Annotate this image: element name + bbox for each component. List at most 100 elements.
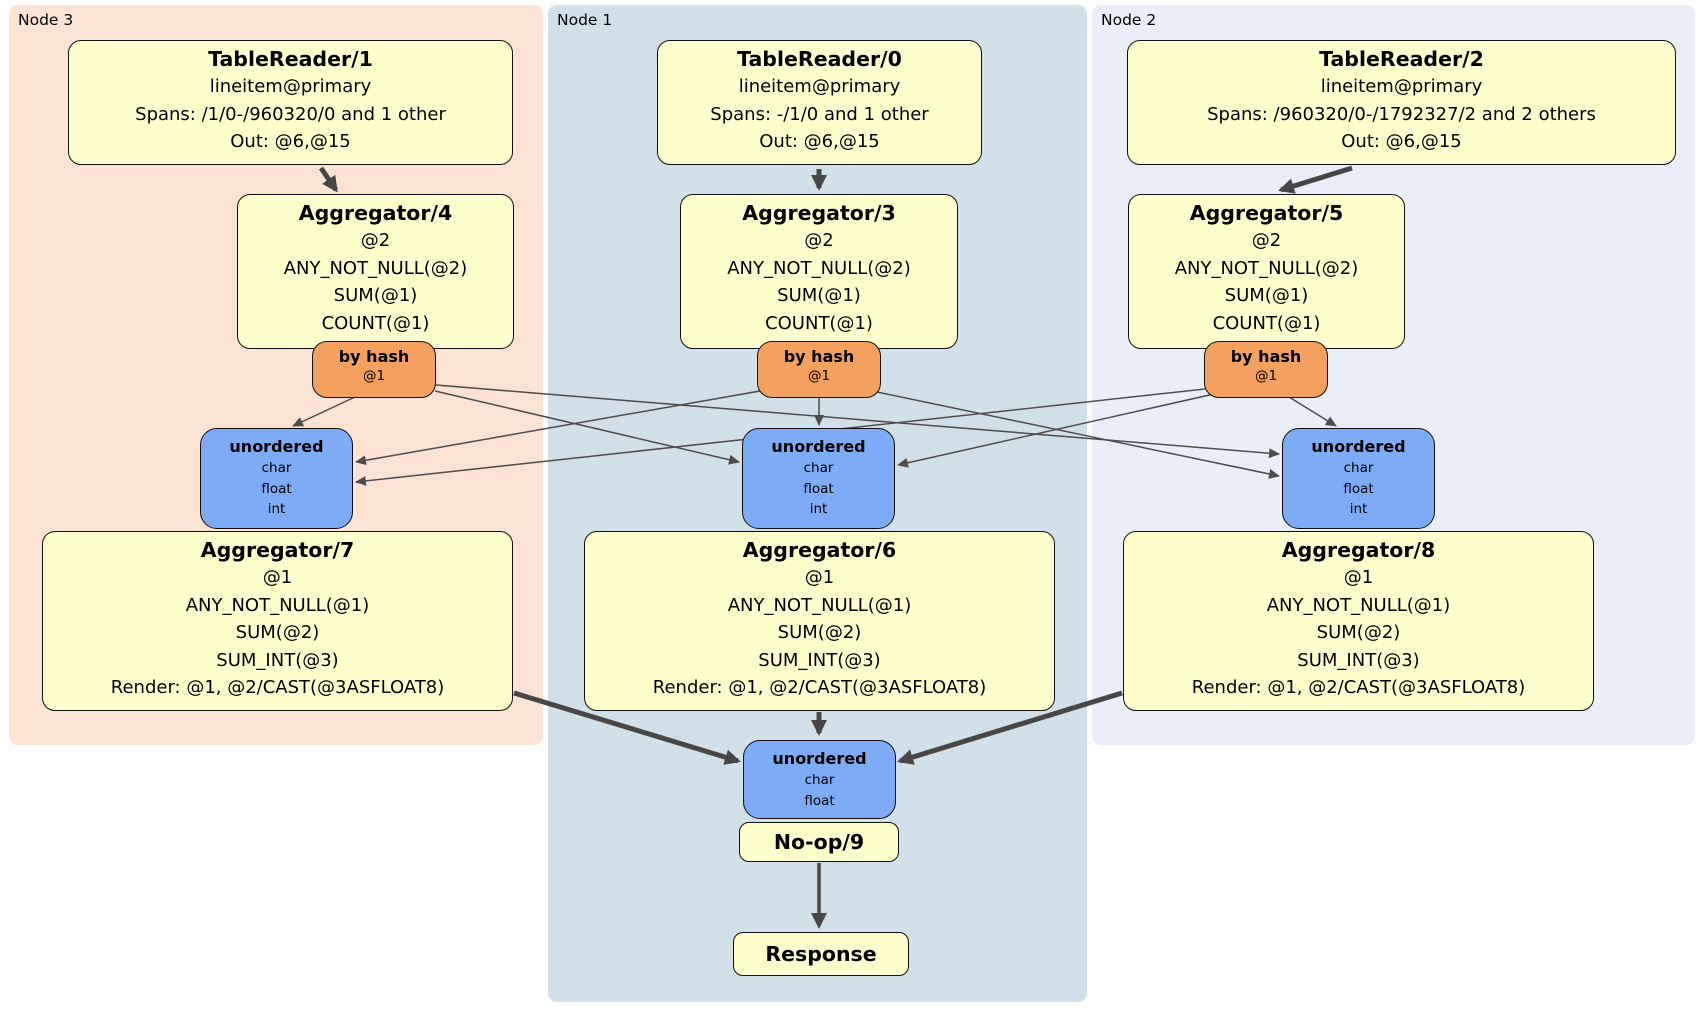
box-line: COUNT(@1): [765, 312, 873, 334]
box-line: @1: [262, 567, 293, 588]
box-title: Response: [765, 941, 877, 966]
box-line: Render: @1, @2/CAST(@3ASFLOAT8): [652, 677, 987, 698]
router-title: by hash: [1230, 347, 1302, 366]
sync-line: float: [803, 480, 834, 497]
box-line: Render: @1, @2/CAST(@3ASFLOAT8): [1191, 677, 1526, 698]
box-title: TableReader/0: [737, 47, 902, 71]
box-tablereader-2: TableReader/2 lineitem@primary Spans: /9…: [1127, 40, 1676, 165]
router-title: by hash: [338, 347, 410, 366]
box-line: SUM_INT(@3): [216, 649, 339, 671]
box-noop-9: No-op/9: [739, 822, 899, 862]
edge-hash1-sync3: [355, 390, 761, 466]
region-label-node1: Node 1: [557, 11, 613, 29]
box-tablereader-0: TableReader/0 lineitem@primary Spans: -/…: [657, 40, 982, 165]
box-line: ANY_NOT_NULL(@2): [1174, 257, 1359, 279]
box-line: SUM(@2): [235, 622, 320, 643]
box-line: Out: @6,@15: [230, 131, 351, 152]
router-sub: @1: [362, 368, 386, 384]
box-line: @2: [360, 230, 391, 251]
box-line: @2: [804, 230, 834, 251]
box-title: Aggregator/3: [742, 201, 896, 225]
box-title: Aggregator/7: [200, 538, 355, 562]
box-title: Aggregator/8: [1281, 538, 1436, 562]
router-by-hash-node1: by hash @1: [757, 341, 881, 398]
edge-hash2-sync1: [897, 393, 1215, 468]
edge-hash1-sync2: [876, 391, 1280, 479]
box-line: SUM(@2): [1316, 622, 1401, 643]
edge-hash3-sync3: [292, 396, 356, 427]
edge-agg7-final-sync: [513, 690, 741, 765]
sync-title: unordered: [229, 437, 324, 456]
sync-title: unordered: [1311, 437, 1406, 456]
sync-title: unordered: [772, 749, 867, 768]
edge-hash3-sync1: [434, 390, 740, 465]
sync-line: int: [267, 501, 286, 517]
box-line: SUM(@1): [1224, 285, 1309, 306]
box-line: SUM(@1): [333, 285, 418, 306]
box-line: lineitem@primary: [738, 76, 901, 97]
box-line: COUNT(@1): [1212, 312, 1321, 334]
box-title: TableReader/1: [208, 47, 373, 71]
sync-line: char: [261, 460, 292, 476]
edge-tr2-agg5: [1278, 165, 1353, 194]
box-line: Spans: /1/0-/960320/0 and 1 other: [135, 103, 446, 125]
box-line: ANY_NOT_NULL(@2): [283, 257, 468, 279]
box-line: SUM_INT(@3): [1297, 649, 1420, 671]
box-line: @2: [1251, 230, 1282, 251]
box-title: Aggregator/6: [742, 538, 897, 562]
edge-agg8-final-sync: [897, 690, 1123, 765]
box-line: Out: @6,@15: [1341, 131, 1462, 152]
box-line: ANY_NOT_NULL(@1): [727, 594, 912, 616]
region-label-node3: Node 3: [18, 11, 74, 29]
sync-line: int: [1349, 501, 1368, 517]
sync-title: unordered: [771, 437, 866, 456]
edge-hash3-sync2: [435, 384, 1280, 459]
box-title: No-op/9: [773, 829, 865, 854]
sync-line: char: [1343, 460, 1374, 476]
box-response: Response: [733, 932, 909, 976]
router-by-hash-node3: by hash @1: [312, 341, 436, 398]
region-label-node2: Node 2: [1101, 11, 1157, 29]
sync-line: int: [809, 501, 828, 517]
edge-hash2-sync2: [1288, 396, 1337, 427]
box-line: Spans: -/1/0 and 1 other: [710, 103, 929, 125]
box-tablereader-1: TableReader/1 lineitem@primary Spans: /1…: [68, 40, 513, 165]
box-aggregator-5: Aggregator/5 @2 ANY_NOT_NULL(@2) SUM(@1)…: [1128, 194, 1405, 349]
sync-unordered-node3: unordered char float int: [200, 428, 353, 529]
box-line: lineitem@primary: [209, 76, 372, 97]
box-line: SUM_INT(@3): [758, 649, 881, 671]
router-sub: @1: [807, 368, 831, 384]
edge-tr1-agg4: [318, 166, 339, 193]
box-line: @1: [804, 567, 835, 588]
router-by-hash-node2: by hash @1: [1204, 341, 1328, 398]
sync-line: char: [803, 460, 834, 476]
box-aggregator-3: Aggregator/3 @2 ANY_NOT_NULL(@2) SUM(@1)…: [680, 194, 958, 349]
box-line: ANY_NOT_NULL(@2): [727, 257, 911, 279]
box-aggregator-7: Aggregator/7 @1 ANY_NOT_NULL(@1) SUM(@2)…: [42, 531, 513, 711]
sync-line: float: [261, 480, 292, 497]
box-line: Render: @1, @2/CAST(@3ASFLOAT8): [110, 677, 445, 698]
router-sub: @1: [1254, 368, 1278, 384]
box-line: lineitem@primary: [1320, 76, 1483, 97]
router-title: by hash: [783, 347, 855, 366]
box-line: @1: [1343, 567, 1374, 588]
box-aggregator-6: Aggregator/6 @1 ANY_NOT_NULL(@1) SUM(@2)…: [584, 531, 1055, 711]
box-line: SUM(@2): [777, 622, 862, 643]
sync-unordered-final: unordered char float: [743, 740, 896, 819]
sync-line: char: [804, 772, 835, 788]
box-line: COUNT(@1): [321, 312, 430, 334]
box-line: SUM(@1): [777, 285, 861, 306]
box-aggregator-8: Aggregator/8 @1 ANY_NOT_NULL(@1) SUM(@2)…: [1123, 531, 1594, 711]
sync-unordered-node1: unordered char float int: [742, 428, 895, 529]
sync-unordered-node2: unordered char float int: [1282, 428, 1435, 529]
box-line: Spans: /960320/0-/1792327/2 and 2 others: [1207, 103, 1596, 125]
sync-line: float: [804, 792, 835, 809]
box-title: TableReader/2: [1319, 47, 1484, 71]
box-aggregator-4: Aggregator/4 @2 ANY_NOT_NULL(@2) SUM(@1)…: [237, 194, 514, 349]
box-line: Out: @6,@15: [759, 131, 880, 152]
box-title: Aggregator/5: [1189, 201, 1344, 225]
box-title: Aggregator/4: [298, 201, 453, 225]
box-line: ANY_NOT_NULL(@1): [185, 594, 370, 616]
box-line: ANY_NOT_NULL(@1): [1266, 594, 1451, 616]
